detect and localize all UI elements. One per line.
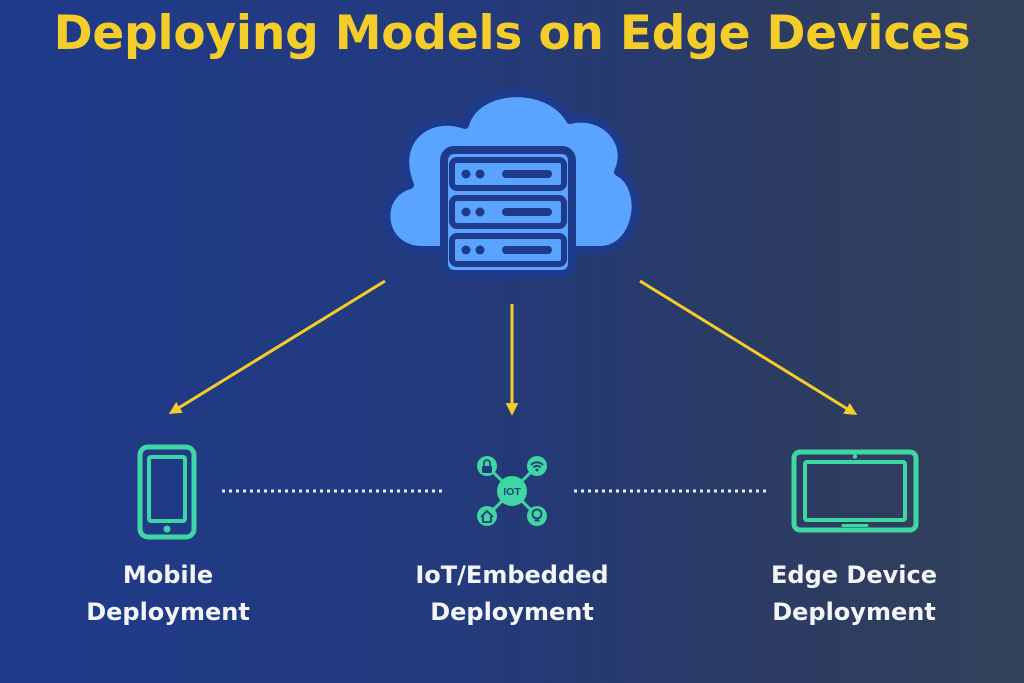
arrow-to-edge: [639, 279, 858, 415]
smartphone-icon: [137, 444, 197, 540]
iot-hub-label: IOT: [503, 486, 521, 498]
server-rack-icon: [440, 146, 576, 278]
edge-label-line2: Deployment: [772, 598, 936, 626]
light-bulb-icon: [531, 508, 543, 522]
lock-icon: [482, 459, 492, 473]
mobile-deployment-label: Mobile Deployment: [38, 557, 298, 631]
iot-deployment-label: IoT/Embedded Deployment: [382, 557, 642, 631]
arrow-to-mobile: [168, 279, 386, 414]
mobile-label-line2: Deployment: [86, 598, 250, 626]
wifi-icon: [530, 461, 544, 472]
iot-label-line1: IoT/Embedded: [415, 561, 609, 589]
home-icon: [480, 510, 494, 523]
page-title: Deploying Models on Edge Devices: [53, 6, 971, 61]
iot-label-line2: Deployment: [430, 598, 594, 626]
edge-deployment-label: Edge Device Deployment: [724, 557, 984, 631]
mobile-label-line1: Mobile: [122, 561, 214, 589]
iot-hub-icon: IOT: [477, 456, 547, 526]
tablet-icon: [791, 449, 919, 533]
edge-label-line1: Edge Device: [771, 561, 937, 589]
cloud-server-icon: [382, 89, 640, 278]
